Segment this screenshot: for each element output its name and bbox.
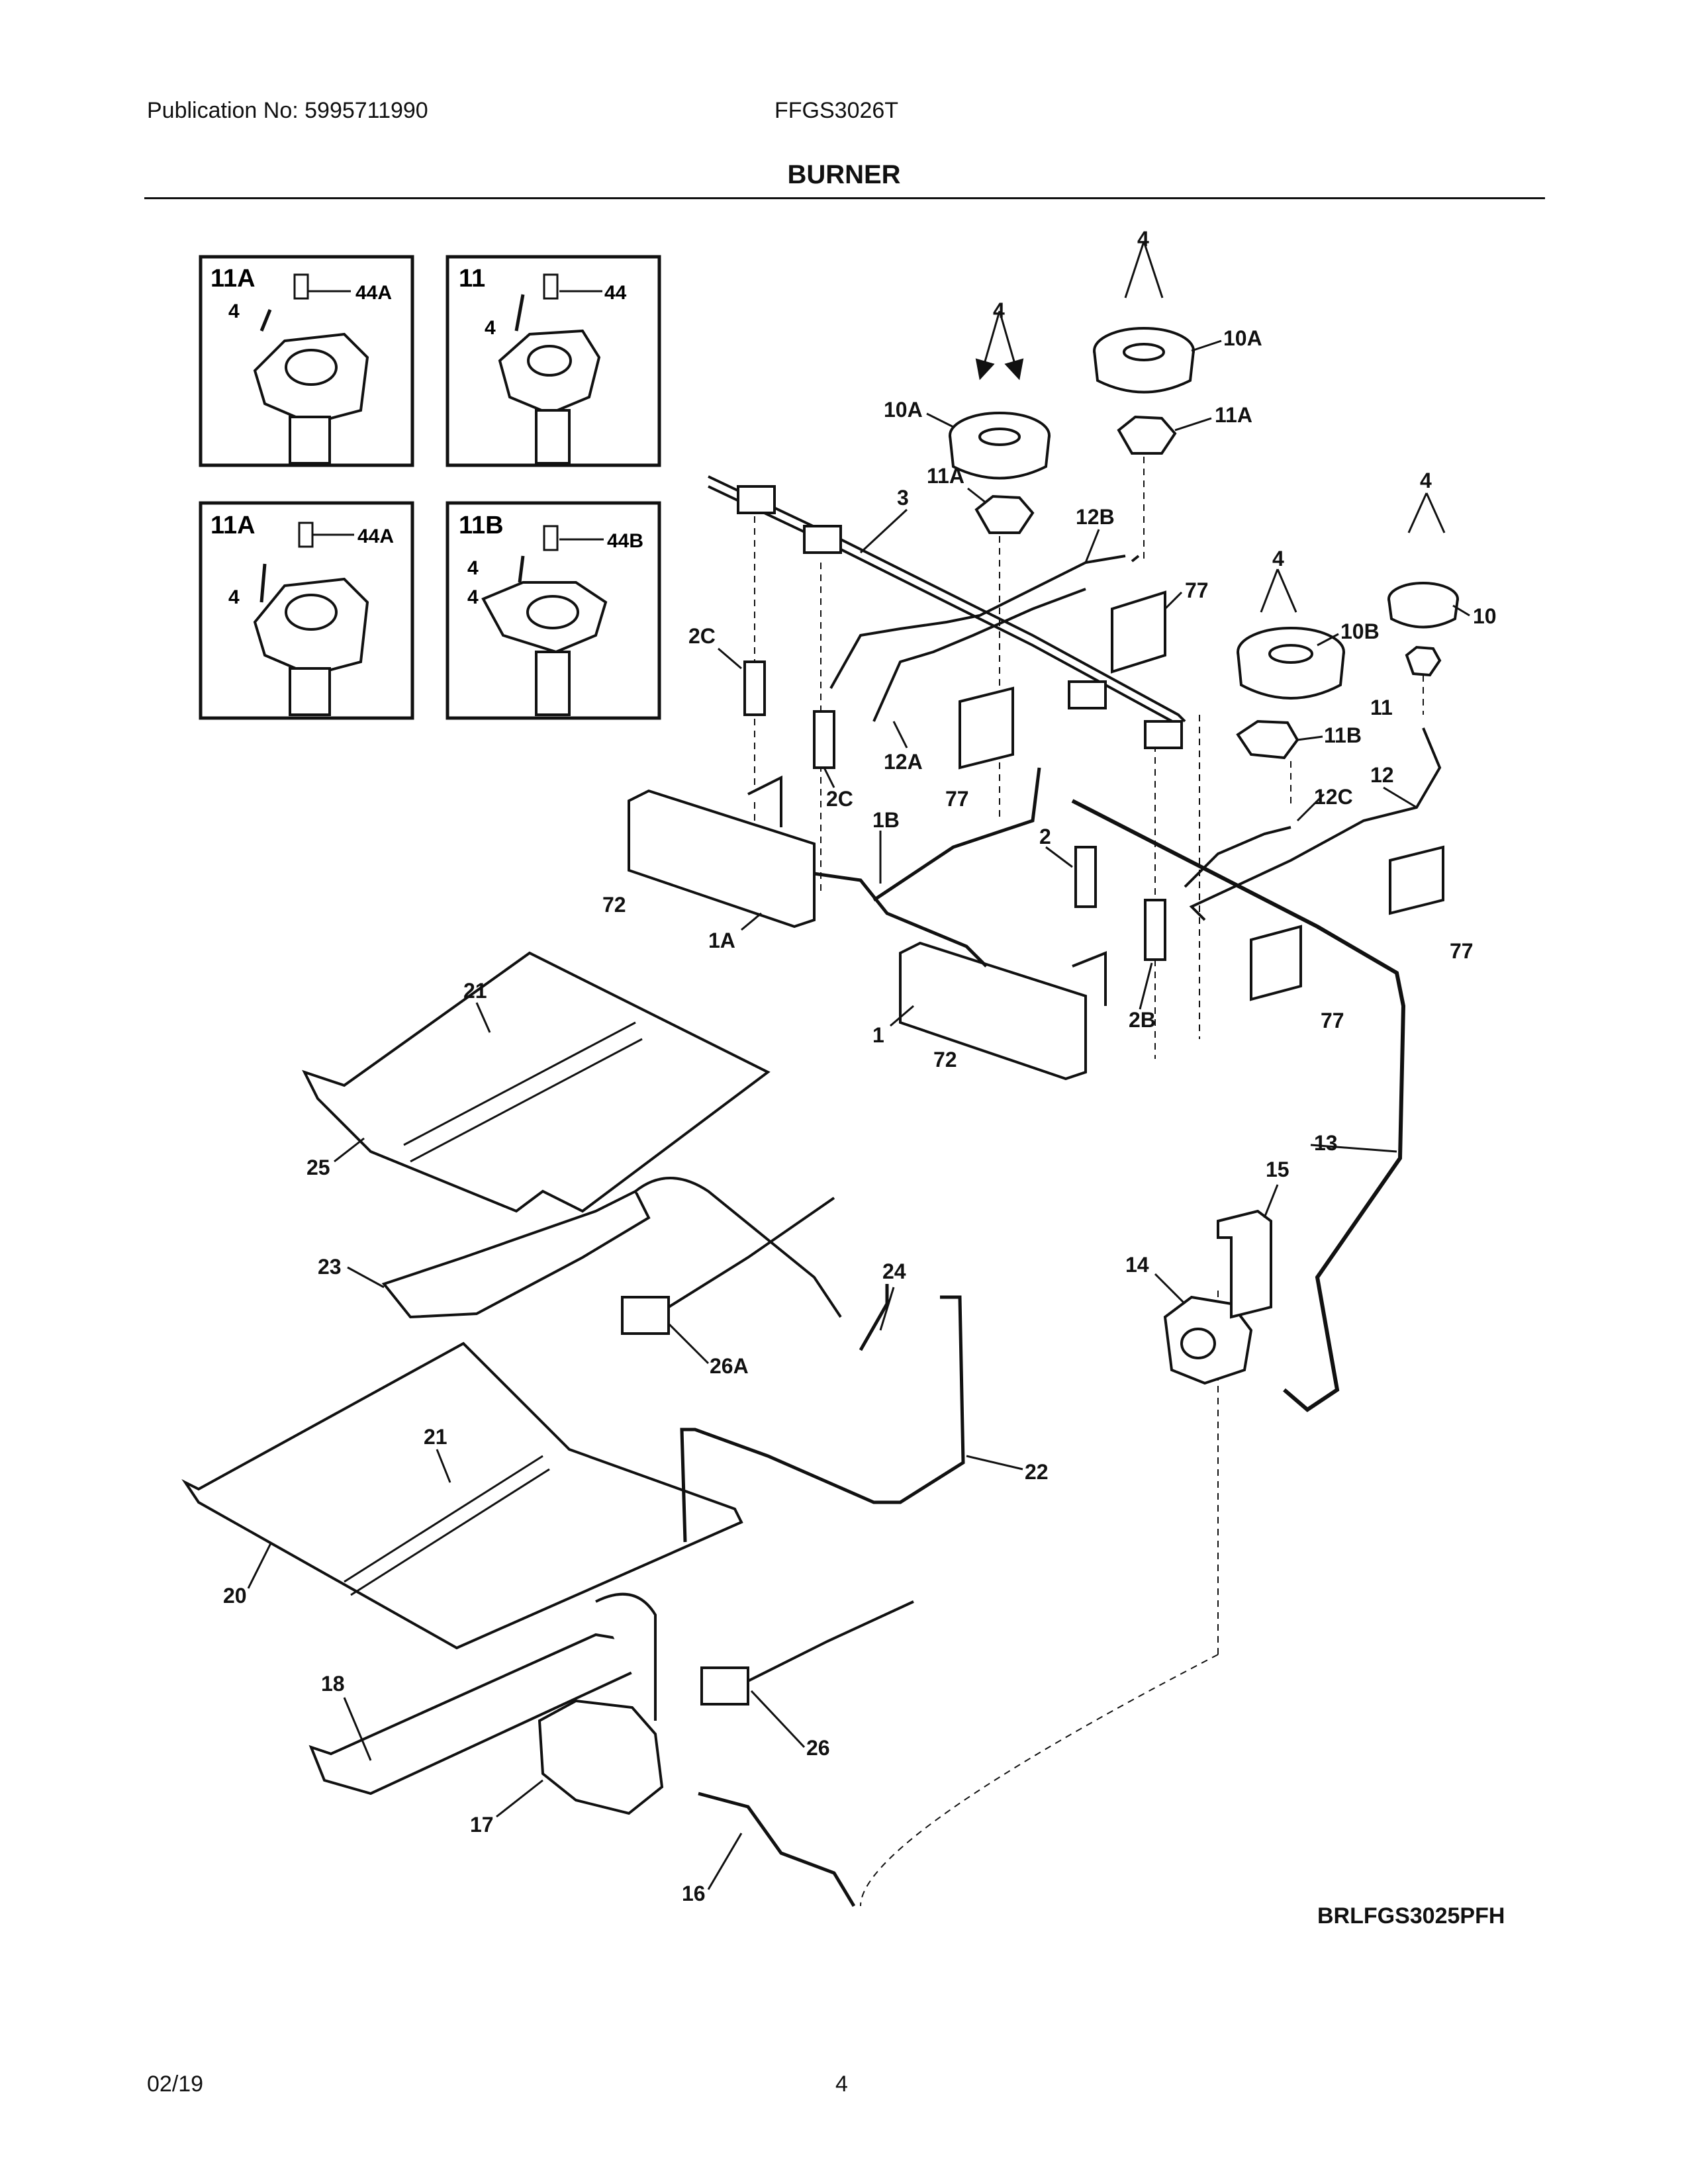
callout-11a: 11A	[1215, 403, 1252, 427]
diagram-code: BRLFGS3025PFH	[1317, 1903, 1505, 1929]
header-rule	[144, 197, 1545, 199]
inset-label: 4	[228, 586, 240, 608]
brackets-77	[959, 590, 1444, 1001]
callout-11: 11	[1370, 696, 1393, 719]
callout-77: 77	[1450, 939, 1474, 963]
callout-18: 18	[321, 1672, 345, 1696]
callout-4: 4	[993, 298, 1005, 322]
manifold-1a	[628, 775, 816, 929]
burner-valves	[743, 660, 1166, 961]
inset-label: 4	[485, 317, 496, 339]
callout-14: 14	[1125, 1253, 1149, 1277]
callout-26: 26	[806, 1736, 830, 1760]
inset-title: 11	[459, 265, 485, 293]
regulator-bracket	[1217, 1209, 1272, 1319]
burner-cap-10a-right	[1093, 327, 1195, 394]
inset-label: 4	[467, 586, 479, 608]
callout-77: 77	[945, 787, 969, 811]
inset-label: 44A	[355, 282, 392, 304]
igniter-26	[700, 1600, 914, 1706]
callout-10a: 10A	[1223, 326, 1262, 350]
callout-24: 24	[882, 1259, 906, 1283]
callout-12c: 12C	[1314, 785, 1353, 809]
callout-72: 72	[602, 893, 626, 917]
callout-11a: 11A	[927, 464, 964, 488]
burner-heads-small	[974, 415, 1442, 760]
inset-title: 11B	[459, 512, 504, 539]
callout-1b: 1B	[872, 808, 900, 832]
inset-box-11-top: 11 44 4	[445, 255, 661, 467]
page-number: 4	[835, 2071, 848, 2097]
callout-4: 4	[1137, 227, 1149, 251]
inset-label: 44B	[607, 530, 643, 552]
publication-number: Publication No: 5995711990	[147, 98, 428, 123]
callout-12b: 12B	[1076, 505, 1115, 529]
igniter-harness	[708, 475, 1186, 749]
model-number: FFGS3026T	[774, 98, 899, 123]
inset-label: 4	[228, 300, 240, 322]
callout-1a: 1A	[708, 929, 735, 952]
callout-15: 15	[1266, 1158, 1289, 1181]
callout-4: 4	[1272, 547, 1284, 570]
callout-labels: 4 4 4 4 10A 10A 11A 11A 10 10B 11 11B 3 …	[223, 227, 1497, 1905]
callout-12: 12	[1370, 763, 1394, 787]
callout-2c: 2C	[688, 624, 716, 648]
burner-cap-10b	[1237, 627, 1345, 700]
inset-label: 44A	[357, 525, 394, 547]
callout-16: 16	[682, 1882, 706, 1905]
callout-10b: 10B	[1340, 619, 1380, 643]
callout-21: 21	[424, 1425, 447, 1449]
callout-2b: 2B	[1129, 1008, 1156, 1032]
footer-date: 02/19	[147, 2071, 204, 2097]
callout-3: 3	[897, 486, 909, 510]
callout-13: 13	[1314, 1131, 1338, 1155]
oven-gas-tubes	[680, 1284, 965, 1907]
flame-spreader-20	[181, 1342, 743, 1650]
callout-25: 25	[306, 1156, 330, 1179]
inset-title: 11A	[211, 265, 256, 293]
burner-cap-10a-left	[949, 412, 1051, 480]
callout-26a: 26A	[710, 1354, 749, 1378]
inset-title: 11A	[211, 512, 256, 539]
callout-23: 23	[318, 1255, 342, 1279]
callout-10a: 10A	[884, 398, 923, 422]
callout-4: 4	[1420, 469, 1432, 492]
callout-11b: 11B	[1324, 723, 1362, 747]
callout-77: 77	[1321, 1009, 1344, 1032]
callout-leaders	[247, 340, 1470, 1890]
screw-arrows	[975, 241, 1446, 613]
inset-label: 4	[467, 557, 479, 579]
inset-box-11b: 11B 44B 4 4	[445, 501, 661, 720]
thermostat-valve-17	[538, 1592, 664, 1815]
callout-1: 1	[872, 1023, 884, 1047]
callout-22: 22	[1025, 1460, 1049, 1484]
callout-20: 20	[223, 1584, 247, 1608]
callout-17: 17	[470, 1813, 494, 1837]
inset-box-11a-bottom: 11A 44A 4	[199, 501, 414, 720]
callout-77: 77	[1185, 578, 1209, 602]
manifold-1	[899, 941, 1107, 1081]
inset-label: 44	[604, 282, 627, 304]
page-title: BURNER	[787, 160, 901, 189]
callout-10: 10	[1473, 604, 1497, 628]
burner-cap-10	[1387, 582, 1459, 629]
flame-spreader-25	[302, 951, 771, 1213]
callout-12a: 12A	[884, 750, 923, 774]
inset-box-11a-top: 11A 44A 4	[199, 255, 414, 467]
igniter-26a	[621, 1197, 835, 1335]
pressure-regulator	[1163, 1295, 1253, 1385]
bake-burner-23	[381, 1177, 842, 1319]
main-gas-line	[1071, 799, 1406, 1412]
callout-2: 2	[1039, 825, 1051, 848]
callout-21: 21	[463, 979, 487, 1003]
callout-72: 72	[933, 1048, 957, 1071]
callout-2c: 2C	[826, 787, 853, 811]
crossover-tube-1b	[814, 767, 1041, 968]
